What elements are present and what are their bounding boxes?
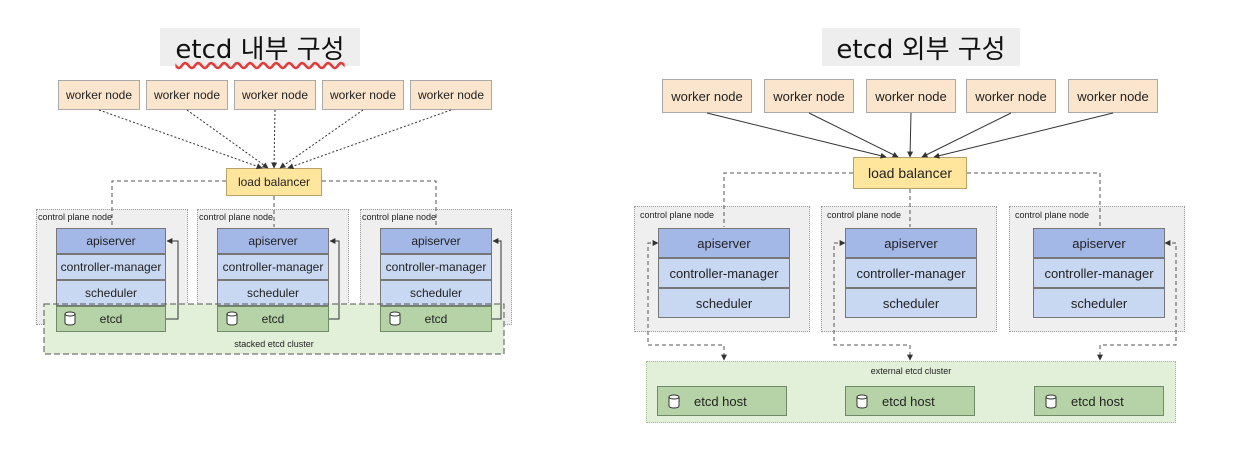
database-icon <box>668 394 680 408</box>
control-plane-label: control plane node <box>199 212 274 222</box>
external-load-balancer: load balancer <box>853 157 967 189</box>
control-plane-label: control plane node <box>38 212 113 222</box>
control-plane-label: control plane node <box>827 210 902 220</box>
scheduler-label: scheduler <box>409 286 463 300</box>
database-icon <box>226 311 238 326</box>
worker-label: worker node <box>875 88 947 104</box>
external-worker-node-4: worker node <box>966 79 1056 113</box>
stacked-worker-node-4: worker node <box>322 80 404 110</box>
external-etcd-links <box>647 240 1177 361</box>
worker-label: worker node <box>1077 88 1149 104</box>
etcd-host-label: etcd host <box>882 393 935 409</box>
control-plane-label: control plane node <box>362 212 437 222</box>
scheduler-label: scheduler <box>246 286 300 300</box>
database-icon <box>856 394 868 408</box>
worker-label: worker node <box>241 88 309 102</box>
stacked-worker-node-2: worker node <box>146 80 228 110</box>
control-plane-label: control plane node <box>640 210 715 220</box>
etcd-host-label: etcd host <box>694 393 747 409</box>
external-title-text: etcd 외부 구성 <box>836 34 1006 65</box>
external-lb-links <box>723 172 1101 227</box>
external-worker-node-3: worker node <box>866 79 956 113</box>
controller-manager-label: controller-manager <box>60 260 162 274</box>
controller-manager-label: controller-manager <box>385 260 487 274</box>
external-title: etcd 외부 구성 <box>822 28 1020 66</box>
controller-manager-box: controller-manager <box>217 254 329 280</box>
control-plane-label: control plane node <box>1015 210 1090 220</box>
worker-label: worker node <box>153 88 221 102</box>
worker-label: worker node <box>329 88 397 102</box>
controller-manager-label: controller-manager <box>222 260 324 274</box>
stacked-title-text: etcd 내부 구성 <box>175 34 345 65</box>
external-cluster-label: external etcd cluster <box>870 366 952 376</box>
worker-label: worker node <box>773 88 845 104</box>
apiserver-label: apiserver <box>411 234 461 248</box>
apiserver-label: apiserver <box>86 234 136 248</box>
external-worker-arrows <box>706 112 1114 159</box>
database-icon <box>389 311 401 326</box>
scheduler-box: scheduler <box>56 280 166 306</box>
stacked-cluster-border <box>43 303 505 355</box>
load-balancer-label: load balancer <box>237 175 311 189</box>
scheduler-box: scheduler <box>217 280 329 306</box>
stacked-lb-links <box>111 180 437 227</box>
external-worker-node-5: worker node <box>1068 79 1158 113</box>
database-icon <box>1045 394 1057 408</box>
stacked-worker-node-3: worker node <box>234 80 316 110</box>
worker-label: worker node <box>975 88 1047 104</box>
apiserver-box: apiserver <box>217 228 329 254</box>
controller-manager-box: controller-manager <box>56 254 166 280</box>
scheduler-box: scheduler <box>380 280 492 306</box>
etcd-host-box: etcd host <box>845 386 975 416</box>
controller-manager-box: controller-manager <box>380 254 492 280</box>
stacked-etcd-loops <box>166 238 502 320</box>
apiserver-box: apiserver <box>56 228 166 254</box>
worker-label: worker node <box>65 88 133 102</box>
stacked-title: etcd 내부 구성 <box>160 28 360 66</box>
external-worker-node-1: worker node <box>662 79 752 113</box>
stacked-cluster-label: stacked etcd cluster <box>234 339 314 349</box>
etcd-label: etcd <box>261 312 285 326</box>
etcd-host-label: etcd host <box>1071 393 1124 409</box>
worker-label: worker node <box>417 88 485 102</box>
stacked-worker-arrows <box>98 109 452 170</box>
stacked-worker-node-5: worker node <box>410 80 492 110</box>
apiserver-box: apiserver <box>380 228 492 254</box>
apiserver-label: apiserver <box>248 234 298 248</box>
worker-label: worker node <box>671 88 743 104</box>
etcd-label: etcd <box>99 312 123 326</box>
load-balancer-label: load balancer <box>867 165 953 181</box>
etcd-host-box: etcd host <box>657 386 787 416</box>
database-icon <box>64 311 76 326</box>
external-worker-node-2: worker node <box>764 79 854 113</box>
scheduler-label: scheduler <box>84 286 138 300</box>
etcd-host-box: etcd host <box>1034 386 1164 416</box>
stacked-worker-node-1: worker node <box>58 80 140 110</box>
etcd-label: etcd <box>424 312 448 326</box>
